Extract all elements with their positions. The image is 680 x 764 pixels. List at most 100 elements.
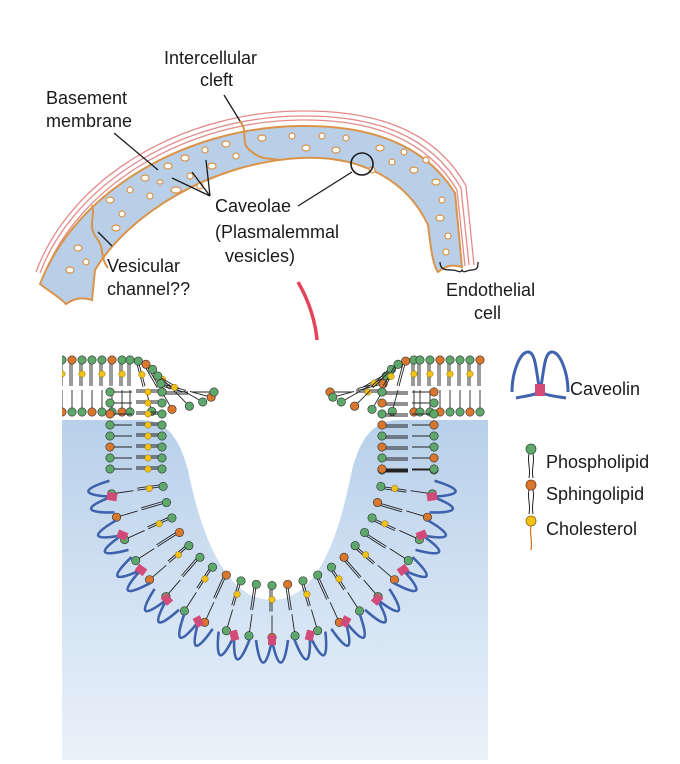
- lipid-head: [157, 431, 167, 441]
- cholesterol-head: [98, 370, 106, 378]
- lipid-head: [377, 442, 387, 452]
- lipid-head: [377, 387, 387, 397]
- lipid-head: [105, 387, 115, 397]
- caveolin-scaffold: [160, 592, 174, 606]
- lipid-head: [105, 420, 115, 430]
- lipid-head: [105, 442, 115, 452]
- intercellular-cleft-line: [239, 120, 281, 161]
- caveolae-vesicles: [65, 132, 452, 274]
- lipid-head: [465, 407, 475, 417]
- lipid-head: [393, 359, 403, 369]
- lipid-head: [377, 431, 387, 441]
- lipid-head: [157, 464, 167, 474]
- cholesterol-head: [303, 590, 311, 598]
- lipid-head: [283, 579, 293, 589]
- lipid-head: [376, 481, 386, 491]
- lipid-head: [377, 420, 387, 430]
- cholesterol-head: [144, 388, 152, 396]
- caveolin-scaffold: [415, 529, 428, 541]
- lipid-head: [475, 355, 485, 365]
- cholesterol-head: [145, 484, 153, 492]
- lipid-head: [429, 431, 439, 441]
- lipid-head: [157, 398, 167, 408]
- lipid-head: [336, 397, 346, 407]
- cholesterol-head: [426, 370, 434, 378]
- lipid-head: [77, 407, 87, 417]
- cholesterol-head: [233, 590, 241, 598]
- cholesterol-head: [174, 551, 182, 559]
- lipid-head: [313, 626, 323, 636]
- lipid-head: [133, 356, 143, 366]
- lipid-head: [429, 398, 439, 408]
- lipid-head: [67, 355, 77, 365]
- lipid-head: [153, 371, 163, 381]
- lipid-head: [209, 387, 219, 397]
- lipid-head: [425, 355, 435, 365]
- lipid-head: [429, 409, 439, 419]
- lipid-head: [174, 527, 184, 537]
- lipid-head: [377, 409, 387, 419]
- cholesterol-head: [155, 520, 163, 528]
- cholesterol-head: [446, 370, 454, 378]
- lipid-head: [328, 392, 338, 402]
- lipid-head: [429, 442, 439, 452]
- lipid-head: [290, 631, 300, 641]
- lipid-head: [77, 355, 87, 365]
- cholesterol-head: [370, 379, 378, 387]
- lipid-head: [377, 453, 387, 463]
- lipid-head: [184, 541, 194, 551]
- caveolae-label: Caveolae (Plasmalemmal vesicles): [215, 196, 344, 266]
- lipid-bilayer: [62, 355, 485, 664]
- lipid-head: [87, 407, 97, 417]
- basement-membrane: [35, 110, 475, 276]
- cholesterol-head: [410, 370, 418, 378]
- cholesterol-head: [362, 551, 370, 559]
- lipid-head: [117, 407, 127, 417]
- lipid-head: [105, 409, 115, 419]
- lipid-head: [105, 398, 115, 408]
- cholesterol-head: [335, 575, 343, 583]
- caveolin-scaffold: [134, 563, 148, 577]
- lipid-head: [403, 556, 413, 566]
- cholesterol-head: [201, 575, 209, 583]
- lipid-head: [184, 401, 194, 411]
- caveolin-scaffold: [116, 529, 129, 541]
- caveola-detail: [62, 340, 488, 760]
- lipid-head: [105, 431, 115, 441]
- cholesterol-head: [144, 432, 152, 440]
- lipid-head: [179, 606, 189, 616]
- lipid-head: [445, 355, 455, 365]
- lipid-head: [373, 498, 383, 508]
- lipid-head: [298, 576, 308, 586]
- caveolin-scaffold: [304, 629, 315, 642]
- lipid-head: [465, 355, 475, 365]
- lipid-head: [158, 481, 168, 491]
- vesicular-channel-line: [90, 204, 109, 269]
- cholesterol-head: [144, 399, 152, 407]
- lipid-head: [415, 407, 425, 417]
- lipid-head: [87, 355, 97, 365]
- lipid-head: [415, 355, 425, 365]
- lipid-head: [161, 498, 171, 508]
- lipid-head: [141, 359, 151, 369]
- lipid-head: [350, 401, 360, 411]
- cholesterol-head: [170, 383, 178, 391]
- cholesterol-head: [78, 370, 86, 378]
- lipid-head: [67, 407, 77, 417]
- cholesterol-head: [144, 421, 152, 429]
- legend-sphingolipid: Sphingolipid: [525, 479, 644, 515]
- lipid-head: [244, 631, 254, 641]
- caveolin-scaffold: [229, 629, 240, 642]
- cholesterol-head: [144, 465, 152, 473]
- lipid-head: [251, 579, 261, 589]
- lipid-head: [105, 453, 115, 463]
- legend: Caveolin Phospholipid Sphingolipid Chole…: [510, 350, 649, 551]
- lipid-head: [97, 407, 107, 417]
- lipid-head: [198, 397, 208, 407]
- lipid-head: [62, 407, 67, 417]
- lipid-head: [435, 355, 445, 365]
- lipid-head: [148, 364, 158, 374]
- lipid-head: [167, 513, 177, 523]
- endothelial-cell-body: [38, 124, 464, 306]
- legend-cholesterol-label: Cholesterol: [546, 519, 637, 539]
